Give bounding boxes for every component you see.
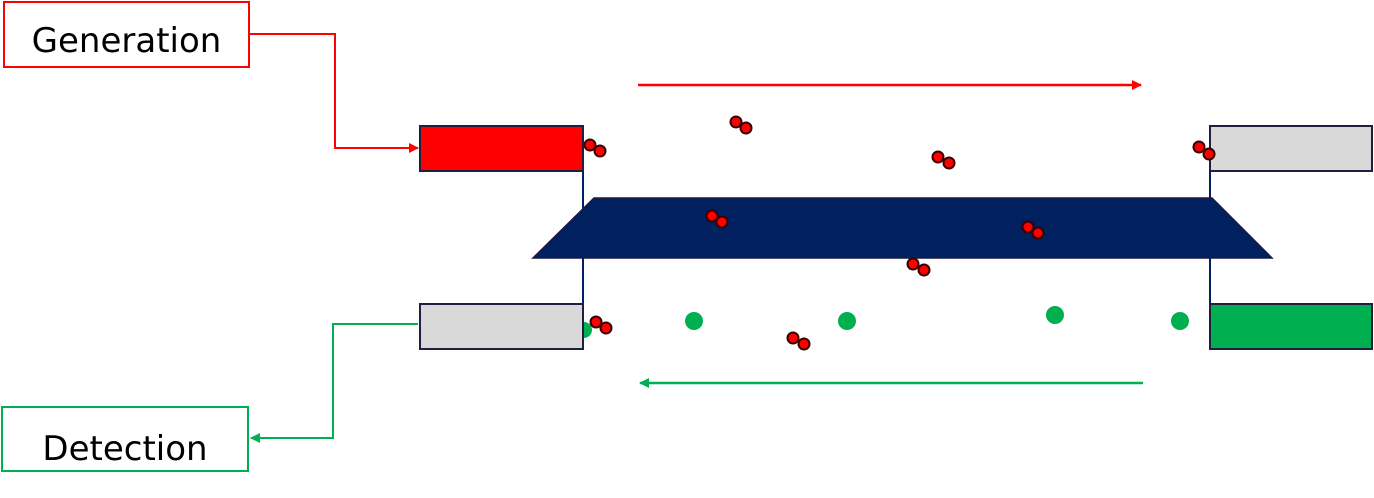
detected-photon [838,312,856,330]
detected-photon [1171,312,1189,330]
photon-pair [906,257,931,277]
detected-photon [685,312,703,330]
photon-pair [1192,140,1216,161]
photon-pair [705,209,729,229]
photon-pair [1021,220,1045,240]
photon-pair [589,315,613,335]
photon-pair [729,115,753,135]
detection-connector [250,323,418,443]
generation-connector [250,33,419,153]
port-bottom-right-detection [1209,303,1373,350]
photon-pair [931,150,956,170]
port-top-left-generation [419,125,584,172]
detection-label: Detection [42,429,208,469]
photon-pairs [583,115,1216,351]
waveguide [531,197,1274,259]
generation-label: Generation [31,21,222,61]
detected-photon [1046,306,1064,324]
detected-photons [576,306,1189,338]
photon-pair [786,331,811,351]
photon-pair [583,138,607,158]
port-top-right-inactive [1209,125,1373,172]
port-bottom-left-inactive [419,303,584,350]
detection-label-box: Detection [1,406,249,472]
generation-label-box: Generation [3,1,250,68]
